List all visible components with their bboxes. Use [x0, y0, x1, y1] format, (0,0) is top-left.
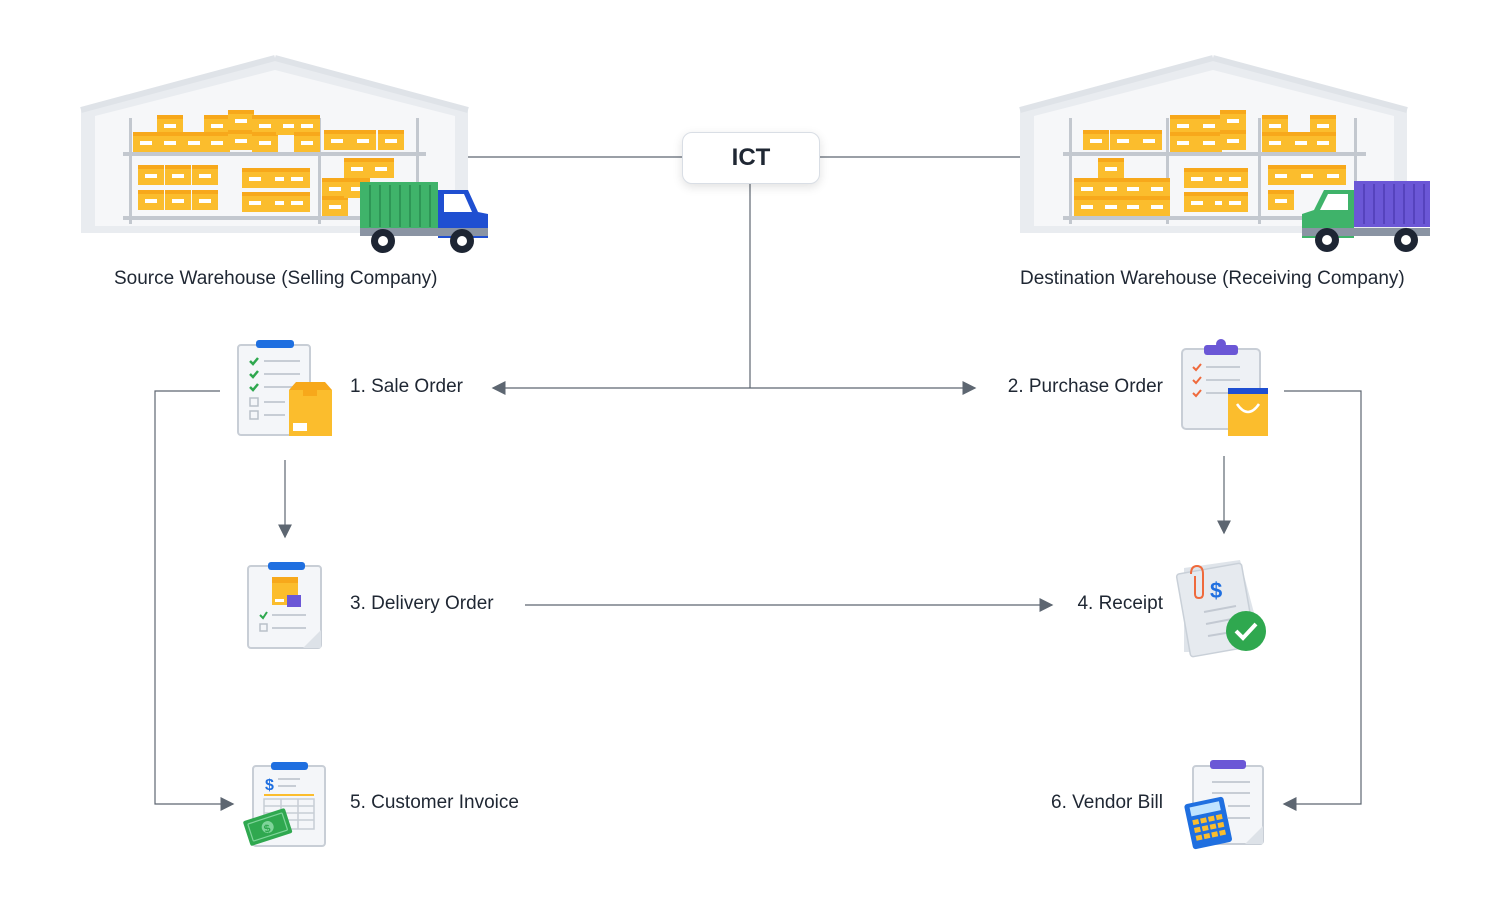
delivery-order-clipboard-icon	[247, 562, 322, 649]
step-vendor-bill-label: 6. Vendor Bill	[1051, 792, 1163, 813]
connector-lines	[154, 156, 1362, 811]
source-warehouse-illustration	[80, 55, 488, 253]
step-purchase-order-label: 2. Purchase Order	[1007, 376, 1163, 397]
ict-label: ICT	[731, 144, 771, 171]
source-warehouse-label: Source Warehouse (Selling Company)	[114, 268, 438, 289]
svg-text:$: $	[265, 777, 274, 794]
step-customer-invoice-label: 5. Customer Invoice	[350, 792, 519, 813]
step-delivery-order-label: 3. Delivery Order	[350, 593, 494, 614]
destination-warehouse-label: Destination Warehouse (Receiving Company…	[1020, 268, 1405, 289]
purchase-order-clipboard-icon	[1181, 339, 1268, 436]
vendor-bill-calculator-icon	[1184, 760, 1264, 850]
step-sale-order-label: 1. Sale Order	[350, 376, 463, 397]
sale-order-checklist-icon	[237, 340, 332, 436]
destination-truck-icon	[1302, 181, 1430, 252]
destination-warehouse-illustration	[1019, 55, 1430, 252]
source-truck-icon	[360, 182, 488, 253]
arrow-purchase-to-bill	[1282, 390, 1362, 811]
customer-invoice-icon: $ $	[243, 762, 326, 847]
receipt-check-icon: $	[1175, 560, 1266, 658]
arrow-sale-to-invoice	[154, 390, 235, 811]
ict-node: ICT	[682, 132, 820, 184]
svg-text:$: $	[263, 823, 273, 836]
step-receipt-label: 4. Receipt	[1077, 593, 1163, 614]
svg-text:$: $	[1210, 578, 1222, 603]
